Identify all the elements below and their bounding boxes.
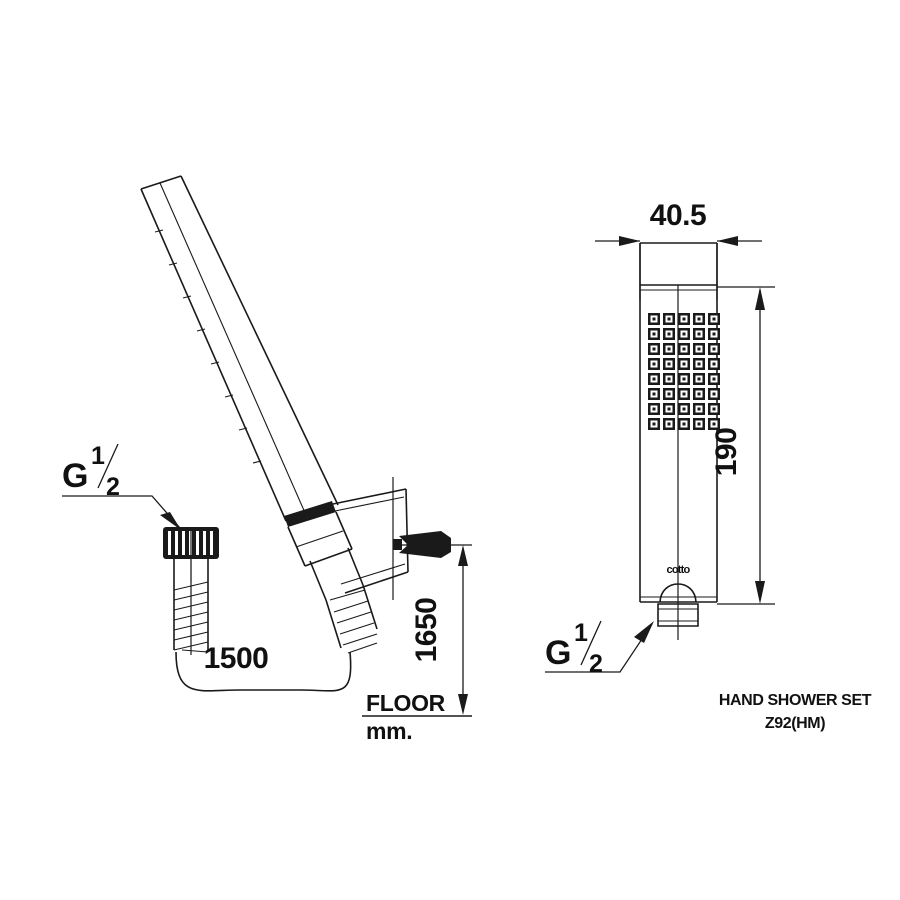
hose-length-dimension-label: 1500 <box>204 642 269 675</box>
right-thread-callout: G 1 2 <box>545 619 654 678</box>
nozzle-row <box>678 328 690 340</box>
mounting-height-dimension: 1650 <box>393 544 472 715</box>
nozzle-row <box>708 373 720 385</box>
nozzle-row <box>648 388 660 400</box>
nozzle-row <box>648 328 660 340</box>
nozzle-row <box>693 343 705 355</box>
nozzle-row <box>663 328 675 340</box>
hose-coil-left <box>173 527 209 655</box>
nozzle-row <box>648 358 660 370</box>
left-thread-symbol: G <box>62 457 88 495</box>
nozzle-row <box>708 358 720 370</box>
nozzle-row <box>693 418 705 430</box>
nozzle-row <box>648 418 660 430</box>
left-thread-denominator: 2 <box>106 473 120 501</box>
handheld-collar <box>284 501 353 567</box>
nozzle-row <box>663 373 675 385</box>
nozzle-row <box>678 418 690 430</box>
left-thread-numerator: 1 <box>91 442 105 470</box>
right-thread-denominator: 2 <box>589 650 603 678</box>
outlet-dome-detail <box>659 583 697 603</box>
nozzle-row <box>663 343 675 355</box>
nozzle-row <box>663 418 675 430</box>
nozzle-row <box>678 388 690 400</box>
nozzle-row <box>678 373 690 385</box>
wall-bracket-holder <box>329 488 409 594</box>
nozzle-row <box>648 403 660 415</box>
left-view-group: 1500 G 1 2 1650 FLOOR mm. <box>62 175 472 744</box>
nozzle-row <box>693 328 705 340</box>
nozzle-row <box>678 358 690 370</box>
spray-face-nozzle-grid <box>648 313 720 430</box>
model-code-label: Z92(HM) <box>765 715 825 732</box>
nozzle-row <box>708 328 720 340</box>
nozzle-row <box>708 418 720 430</box>
bottom-outlet-connector <box>657 603 699 627</box>
height-dimension: 190 <box>710 286 775 605</box>
nozzle-row <box>648 373 660 385</box>
hose-slack-loop <box>175 651 352 692</box>
floor-unit-label: mm. <box>366 718 412 744</box>
nozzle-row <box>708 388 720 400</box>
height-dimension-label: 190 <box>710 428 743 477</box>
brand-logo: cotto <box>667 564 691 576</box>
right-thread-numerator: 1 <box>574 619 588 647</box>
nozzle-row <box>648 343 660 355</box>
nozzle-row <box>678 343 690 355</box>
nozzle-row <box>693 373 705 385</box>
nozzle-row <box>648 313 660 325</box>
nozzle-row <box>663 388 675 400</box>
floor-datum: FLOOR mm. <box>362 690 472 744</box>
nozzle-row <box>708 403 720 415</box>
nozzle-row <box>663 403 675 415</box>
floor-label: FLOOR <box>366 690 446 716</box>
nozzle-row <box>678 403 690 415</box>
left-thread-callout: G 1 2 <box>62 442 181 530</box>
handheld-shower-body <box>140 175 339 522</box>
nozzle-row <box>663 358 675 370</box>
nozzle-row <box>678 313 690 325</box>
nozzle-row <box>663 313 675 325</box>
handheld-outlet-stub <box>309 547 364 601</box>
product-name-label: HAND SHOWER SET <box>719 692 872 709</box>
title-block: HAND SHOWER SET Z92(HM) <box>719 692 872 732</box>
width-dimension-label: 40.5 <box>650 199 706 232</box>
nozzle-row <box>693 358 705 370</box>
width-dimension: 40.5 <box>595 199 762 300</box>
nozzle-row <box>693 313 705 325</box>
nozzle-row <box>708 343 720 355</box>
right-thread-symbol: G <box>545 634 571 672</box>
nozzle-row <box>693 388 705 400</box>
mounting-height-label: 1650 <box>410 598 443 663</box>
right-view-group: cotto 40.5 190 <box>545 199 872 732</box>
hose-coil-right <box>325 584 378 654</box>
nozzle-row <box>708 313 720 325</box>
nozzle-row <box>693 403 705 415</box>
